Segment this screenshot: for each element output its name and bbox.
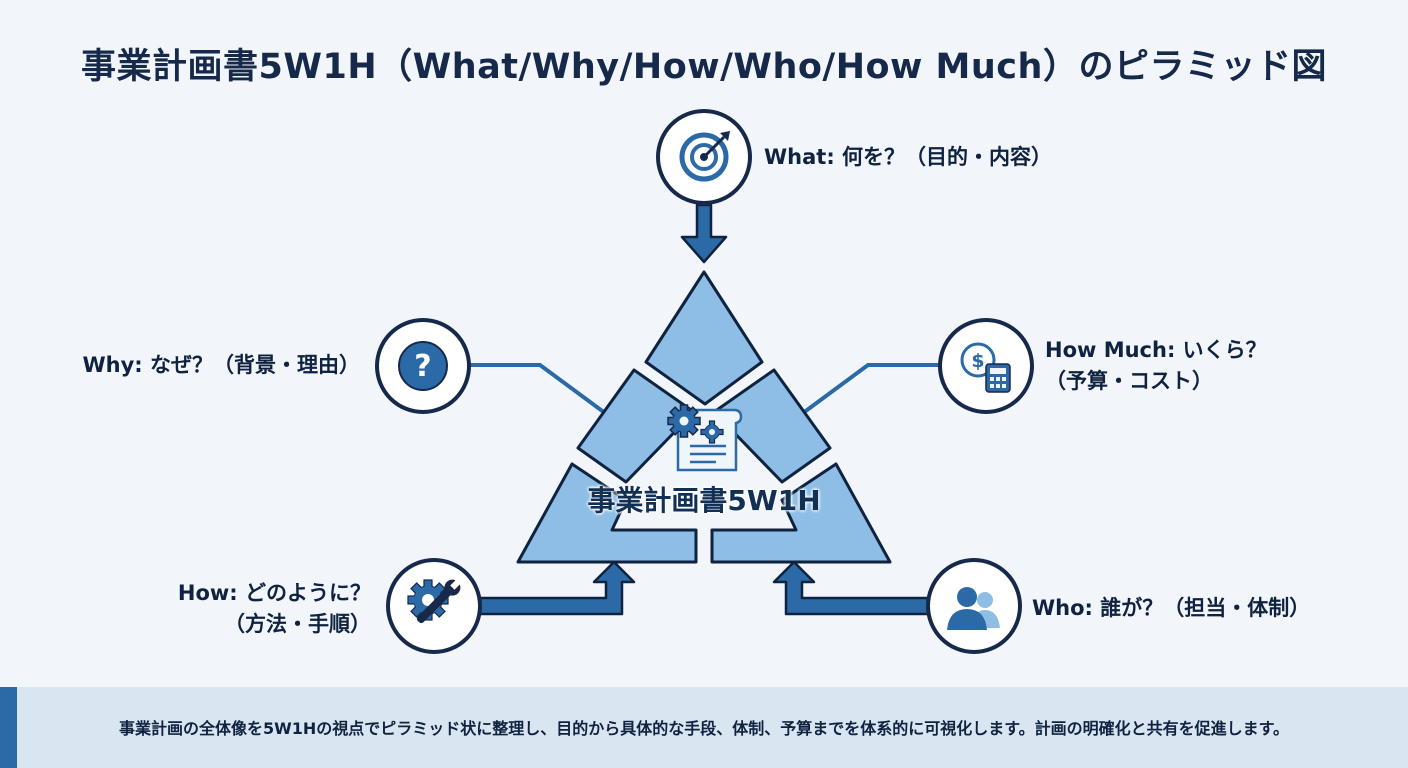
who-node: [926, 558, 1022, 654]
how-label: How: どのように？ （方法・手順）: [178, 578, 371, 640]
triangle-bottom-left-segment: [516, 462, 698, 564]
what-label-text: What: 何を？（目的・内容）: [764, 145, 1053, 169]
footer-text: 事業計画の全体像を5W1Hの視点でピラミッド状に整理し、目的から具体的な手段、体…: [118, 719, 1290, 738]
center-label: 事業計画書5W1H: [587, 484, 821, 517]
how-arrow: [476, 560, 636, 616]
triangle-right-segment: [712, 368, 832, 484]
page-title: 事業計画書5W1H（What/Why/How/Who/How Much）のピラミ…: [81, 47, 1327, 87]
how-much-connector-line: [801, 363, 940, 415]
target-icon: [679, 131, 730, 182]
how-much-label-line1: How Much: いくら？: [1045, 338, 1267, 362]
why-connector-line: [470, 363, 607, 415]
triangle-top-segment: [644, 270, 764, 406]
svg-text:$: $: [971, 350, 984, 372]
people-icon: [947, 587, 1000, 630]
why-label-text: Why: なぜ？（背景・理由）: [82, 353, 360, 377]
how-label-line1: How: どのように？: [177, 581, 371, 605]
how-much-label-line2: （予算・コスト）: [1045, 369, 1213, 393]
what-label: What: 何を？（目的・内容）: [764, 142, 1052, 173]
connector-lines: [470, 363, 940, 415]
who-arrow: [772, 560, 932, 616]
how-label-line2: （方法・手順）: [224, 612, 371, 636]
pyramid-diagram: ? $: [375, 109, 1034, 654]
wrench-gear-icon: [407, 578, 462, 624]
footer-bar: 事業計画の全体像を5W1Hの視点でピラミッド状に整理し、目的から具体的な手段、体…: [0, 687, 1408, 768]
gear-document-icon: [667, 404, 743, 472]
how-much-node: $: [938, 318, 1034, 414]
pyramid-triangle: [516, 270, 892, 564]
footer-accent-bar: [0, 687, 17, 768]
question-icon: ?: [398, 341, 448, 391]
how-much-label: How Much: いくら？ （予算・コスト）: [1045, 335, 1267, 397]
why-label: Why: なぜ？（背景・理由）: [82, 350, 360, 381]
svg-text:?: ?: [414, 349, 431, 384]
triangle-left-segment: [576, 368, 696, 484]
who-label: Who: 誰が？（担当・体制）: [1032, 593, 1310, 624]
what-arrow: [680, 203, 728, 264]
who-label-text: Who: 誰が？（担当・体制）: [1032, 596, 1311, 620]
triangle-bottom-right-segment: [710, 462, 892, 564]
money-calculator-icon: $: [960, 342, 1011, 393]
why-node: ?: [375, 318, 471, 414]
what-node: [656, 109, 752, 205]
how-node: [386, 558, 482, 654]
